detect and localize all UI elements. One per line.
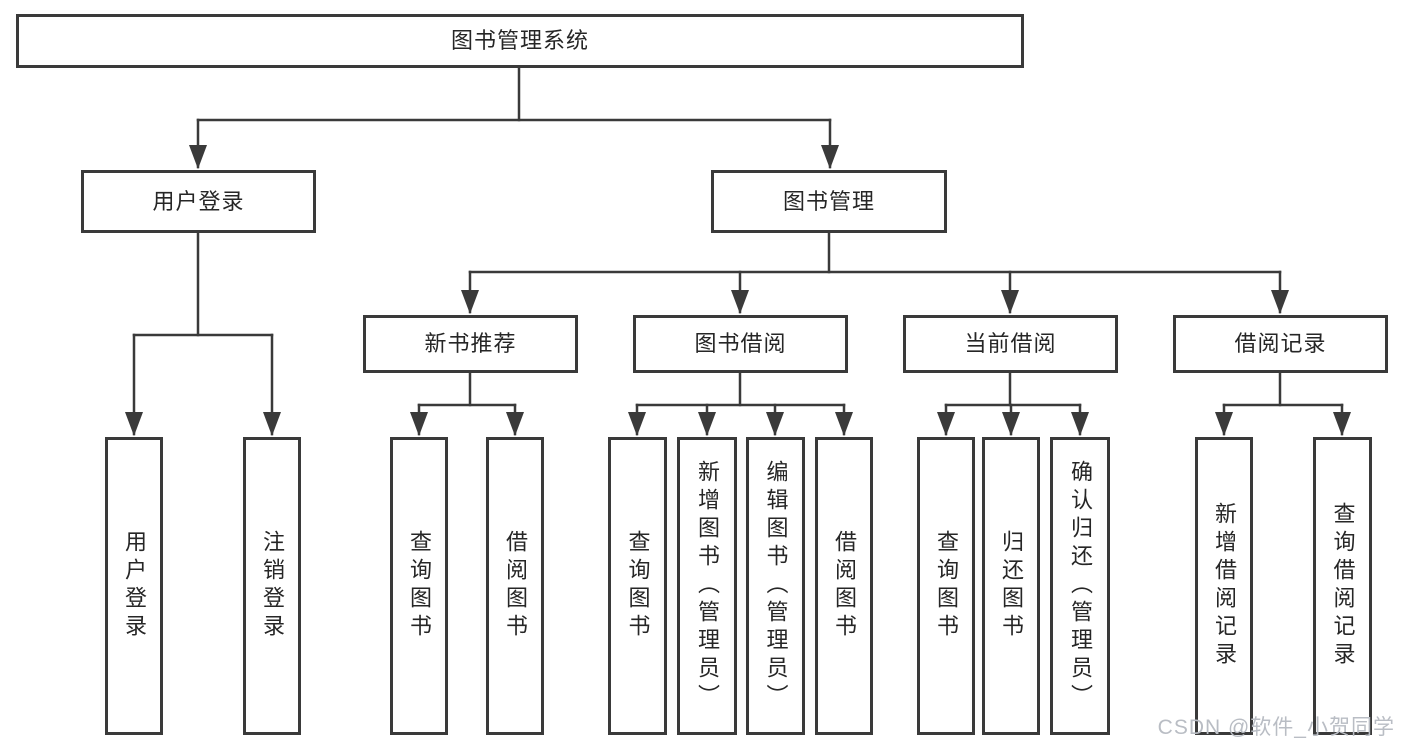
node-library-system: 图书管理系统 [16,14,1024,68]
leaf-borrow-books-label: 借阅图书 [832,530,857,642]
node-user-login: 用户登录 [81,170,316,233]
leaf-query-books-current: 查询图书 [917,437,975,735]
leaf-return-book-label: 归还图书 [999,530,1024,642]
leaf-borrow-books: 借阅图书 [815,437,873,735]
leaf-user-login-label: 用户登录 [122,530,147,642]
leaf-query-borrow-record: 查询借阅记录 [1313,437,1372,735]
node-borrowing-records: 借阅记录 [1173,315,1388,373]
node-book-borrowing: 图书借阅 [633,315,848,373]
connector-group [125,66,1351,436]
node-user-login-label: 用户登录 [152,188,245,214]
node-borrowing-records-label: 借阅记录 [1234,331,1327,356]
leaf-confirm-return-admin-label: 确认归还（管理员） [1068,460,1093,712]
leaf-borrow-books-recommend: 借阅图书 [486,437,544,735]
node-book-management: 图书管理 [711,170,947,233]
node-library-system-label: 图书管理系统 [450,28,589,53]
node-book-borrowing-label: 图书借阅 [694,331,787,356]
leaf-add-borrow-record: 新增借阅记录 [1195,437,1253,735]
node-new-book-recommend-label: 新书推荐 [424,331,517,356]
node-book-management-label: 图书管理 [782,188,875,214]
leaf-add-book-admin: 新增图书（管理员） [677,437,737,735]
node-current-borrowing-label: 当前借阅 [964,331,1057,356]
leaf-user-login: 用户登录 [105,437,163,735]
leaf-add-borrow-record-label: 新增借阅记录 [1212,502,1237,670]
leaf-edit-book-admin: 编辑图书（管理员） [746,437,805,735]
leaf-query-books-borrow: 查询图书 [608,437,667,735]
leaf-logout-label: 注销登录 [260,530,285,642]
leaf-query-borrow-record-label: 查询借阅记录 [1330,502,1356,670]
node-current-borrowing: 当前借阅 [903,315,1118,373]
leaf-return-book: 归还图书 [982,437,1040,735]
leaf-query-books-recommend: 查询图书 [390,437,448,735]
leaf-query-books-recommend-label: 查询图书 [407,530,432,642]
leaf-query-books-borrow-label: 查询图书 [625,530,651,642]
leaf-logout: 注销登录 [243,437,301,735]
node-new-book-recommend: 新书推荐 [363,315,578,373]
leaf-confirm-return-admin: 确认归还（管理员） [1050,437,1110,735]
leaf-query-books-current-label: 查询图书 [934,530,959,642]
leaf-edit-book-admin-label: 编辑图书（管理员） [763,460,789,712]
leaf-add-book-admin-label: 新增图书（管理员） [695,460,720,712]
csdn-watermark: CSDN @软件_小贺同学 [1157,716,1395,739]
leaf-borrow-books-recommend-label: 借阅图书 [503,530,528,642]
